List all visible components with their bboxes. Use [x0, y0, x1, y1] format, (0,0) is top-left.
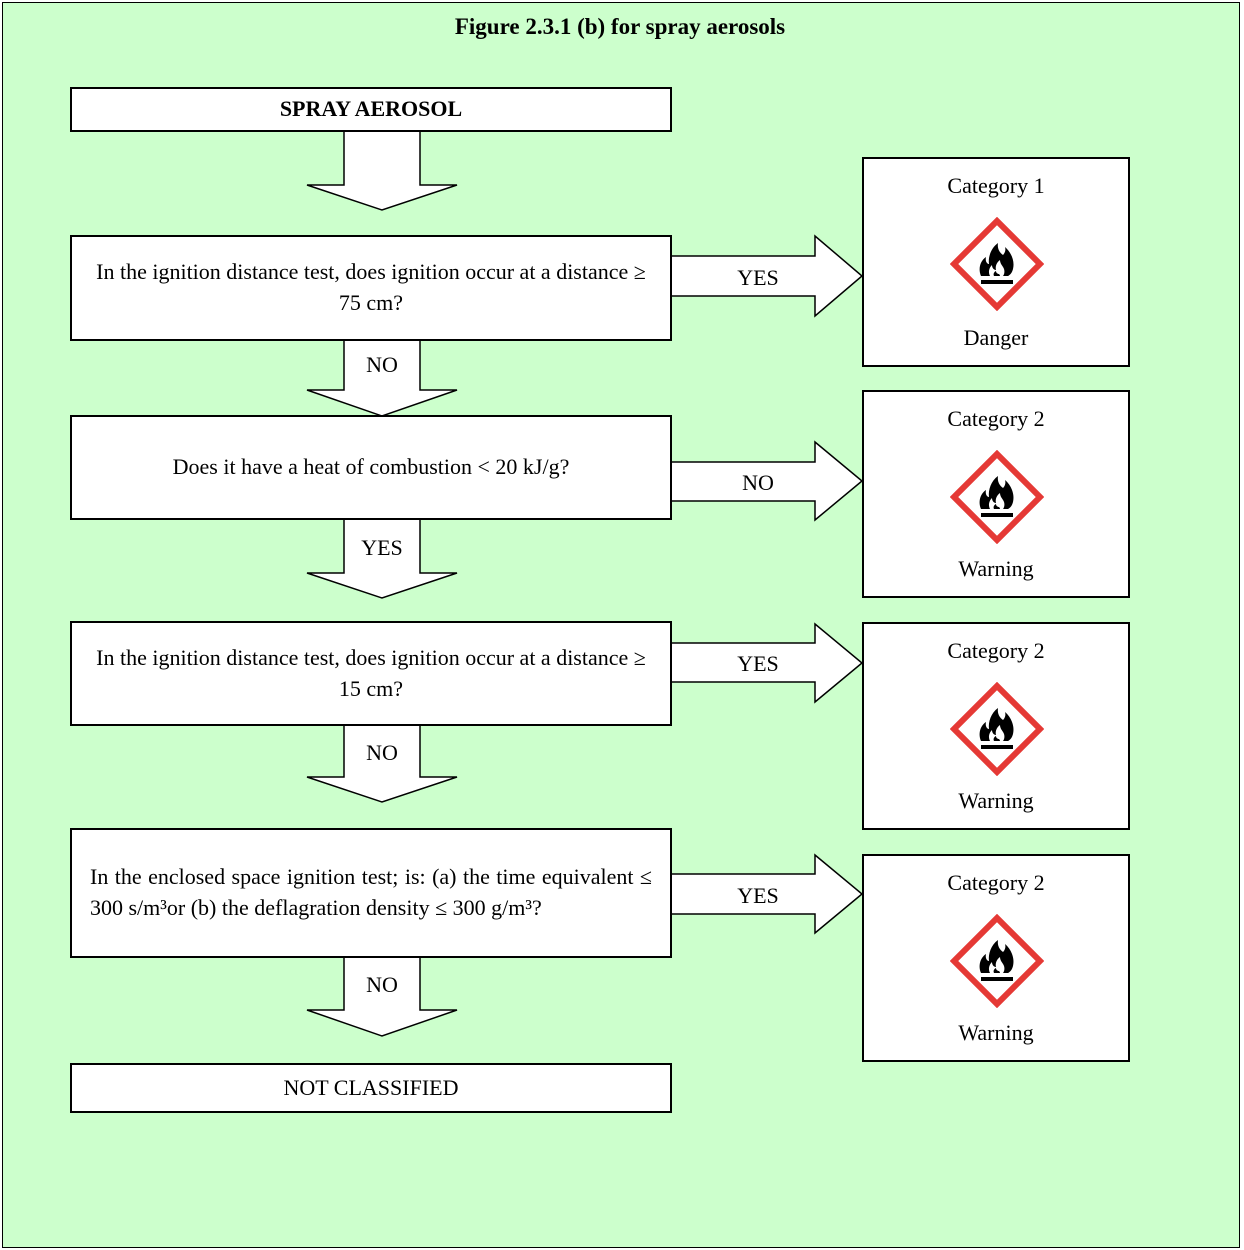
flame-pictogram-icon	[950, 217, 1044, 311]
right-arrow-2	[670, 440, 864, 522]
flame-pictogram-icon	[950, 682, 1044, 776]
right-arrow-4	[670, 853, 864, 935]
flame-pictogram-icon	[950, 914, 1044, 1008]
right-label-1: YES	[737, 265, 779, 290]
signal-word: Warning	[958, 556, 1034, 581]
right-label-2: NO	[742, 470, 774, 495]
category-label: Category 2	[947, 406, 1045, 431]
down-arrow-4	[306, 724, 458, 803]
down-label-4: NO	[366, 972, 398, 997]
signal-word: Warning	[958, 788, 1034, 813]
signal-word: Danger	[963, 325, 1029, 350]
right-arrow-3	[670, 622, 864, 704]
question-box-2: Does it have a heat of combustion < 20 k…	[70, 415, 672, 520]
down-arrow-5	[306, 956, 458, 1037]
flame-pictogram-icon	[950, 450, 1044, 544]
figure-title: Figure 2.3.1 (b) for spray aerosols	[454, 14, 786, 39]
question-box-4: In the enclosed space ignition test; is:…	[70, 828, 672, 958]
down-label-2: YES	[361, 535, 403, 560]
category-box-1: Category 1 Danger	[862, 157, 1130, 367]
category-label: Category 2	[947, 638, 1045, 663]
category-box-4: Category 2 Warning	[862, 854, 1130, 1062]
down-label-1: NO	[366, 352, 398, 377]
category-label: Category 1	[947, 173, 1045, 198]
category-box-2: Category 2 Warning	[862, 390, 1130, 598]
right-arrow-1	[670, 234, 864, 318]
question-box-3: In the ignition distance test, does igni…	[70, 621, 672, 726]
signal-word: Warning	[958, 1020, 1034, 1045]
right-label-3: YES	[737, 651, 779, 676]
start-box: SPRAY AEROSOL	[70, 87, 672, 132]
right-label-4: YES	[737, 883, 779, 908]
category-label: Category 2	[947, 870, 1045, 895]
end-box: NOT CLASSIFIED	[70, 1063, 672, 1113]
down-label-3: NO	[366, 740, 398, 765]
down-arrow-1	[306, 130, 458, 211]
category-box-3: Category 2 Warning	[862, 622, 1130, 830]
question-box-1: In the ignition distance test, does igni…	[70, 235, 672, 341]
down-arrow-3	[306, 518, 458, 599]
down-arrow-2	[306, 339, 458, 417]
